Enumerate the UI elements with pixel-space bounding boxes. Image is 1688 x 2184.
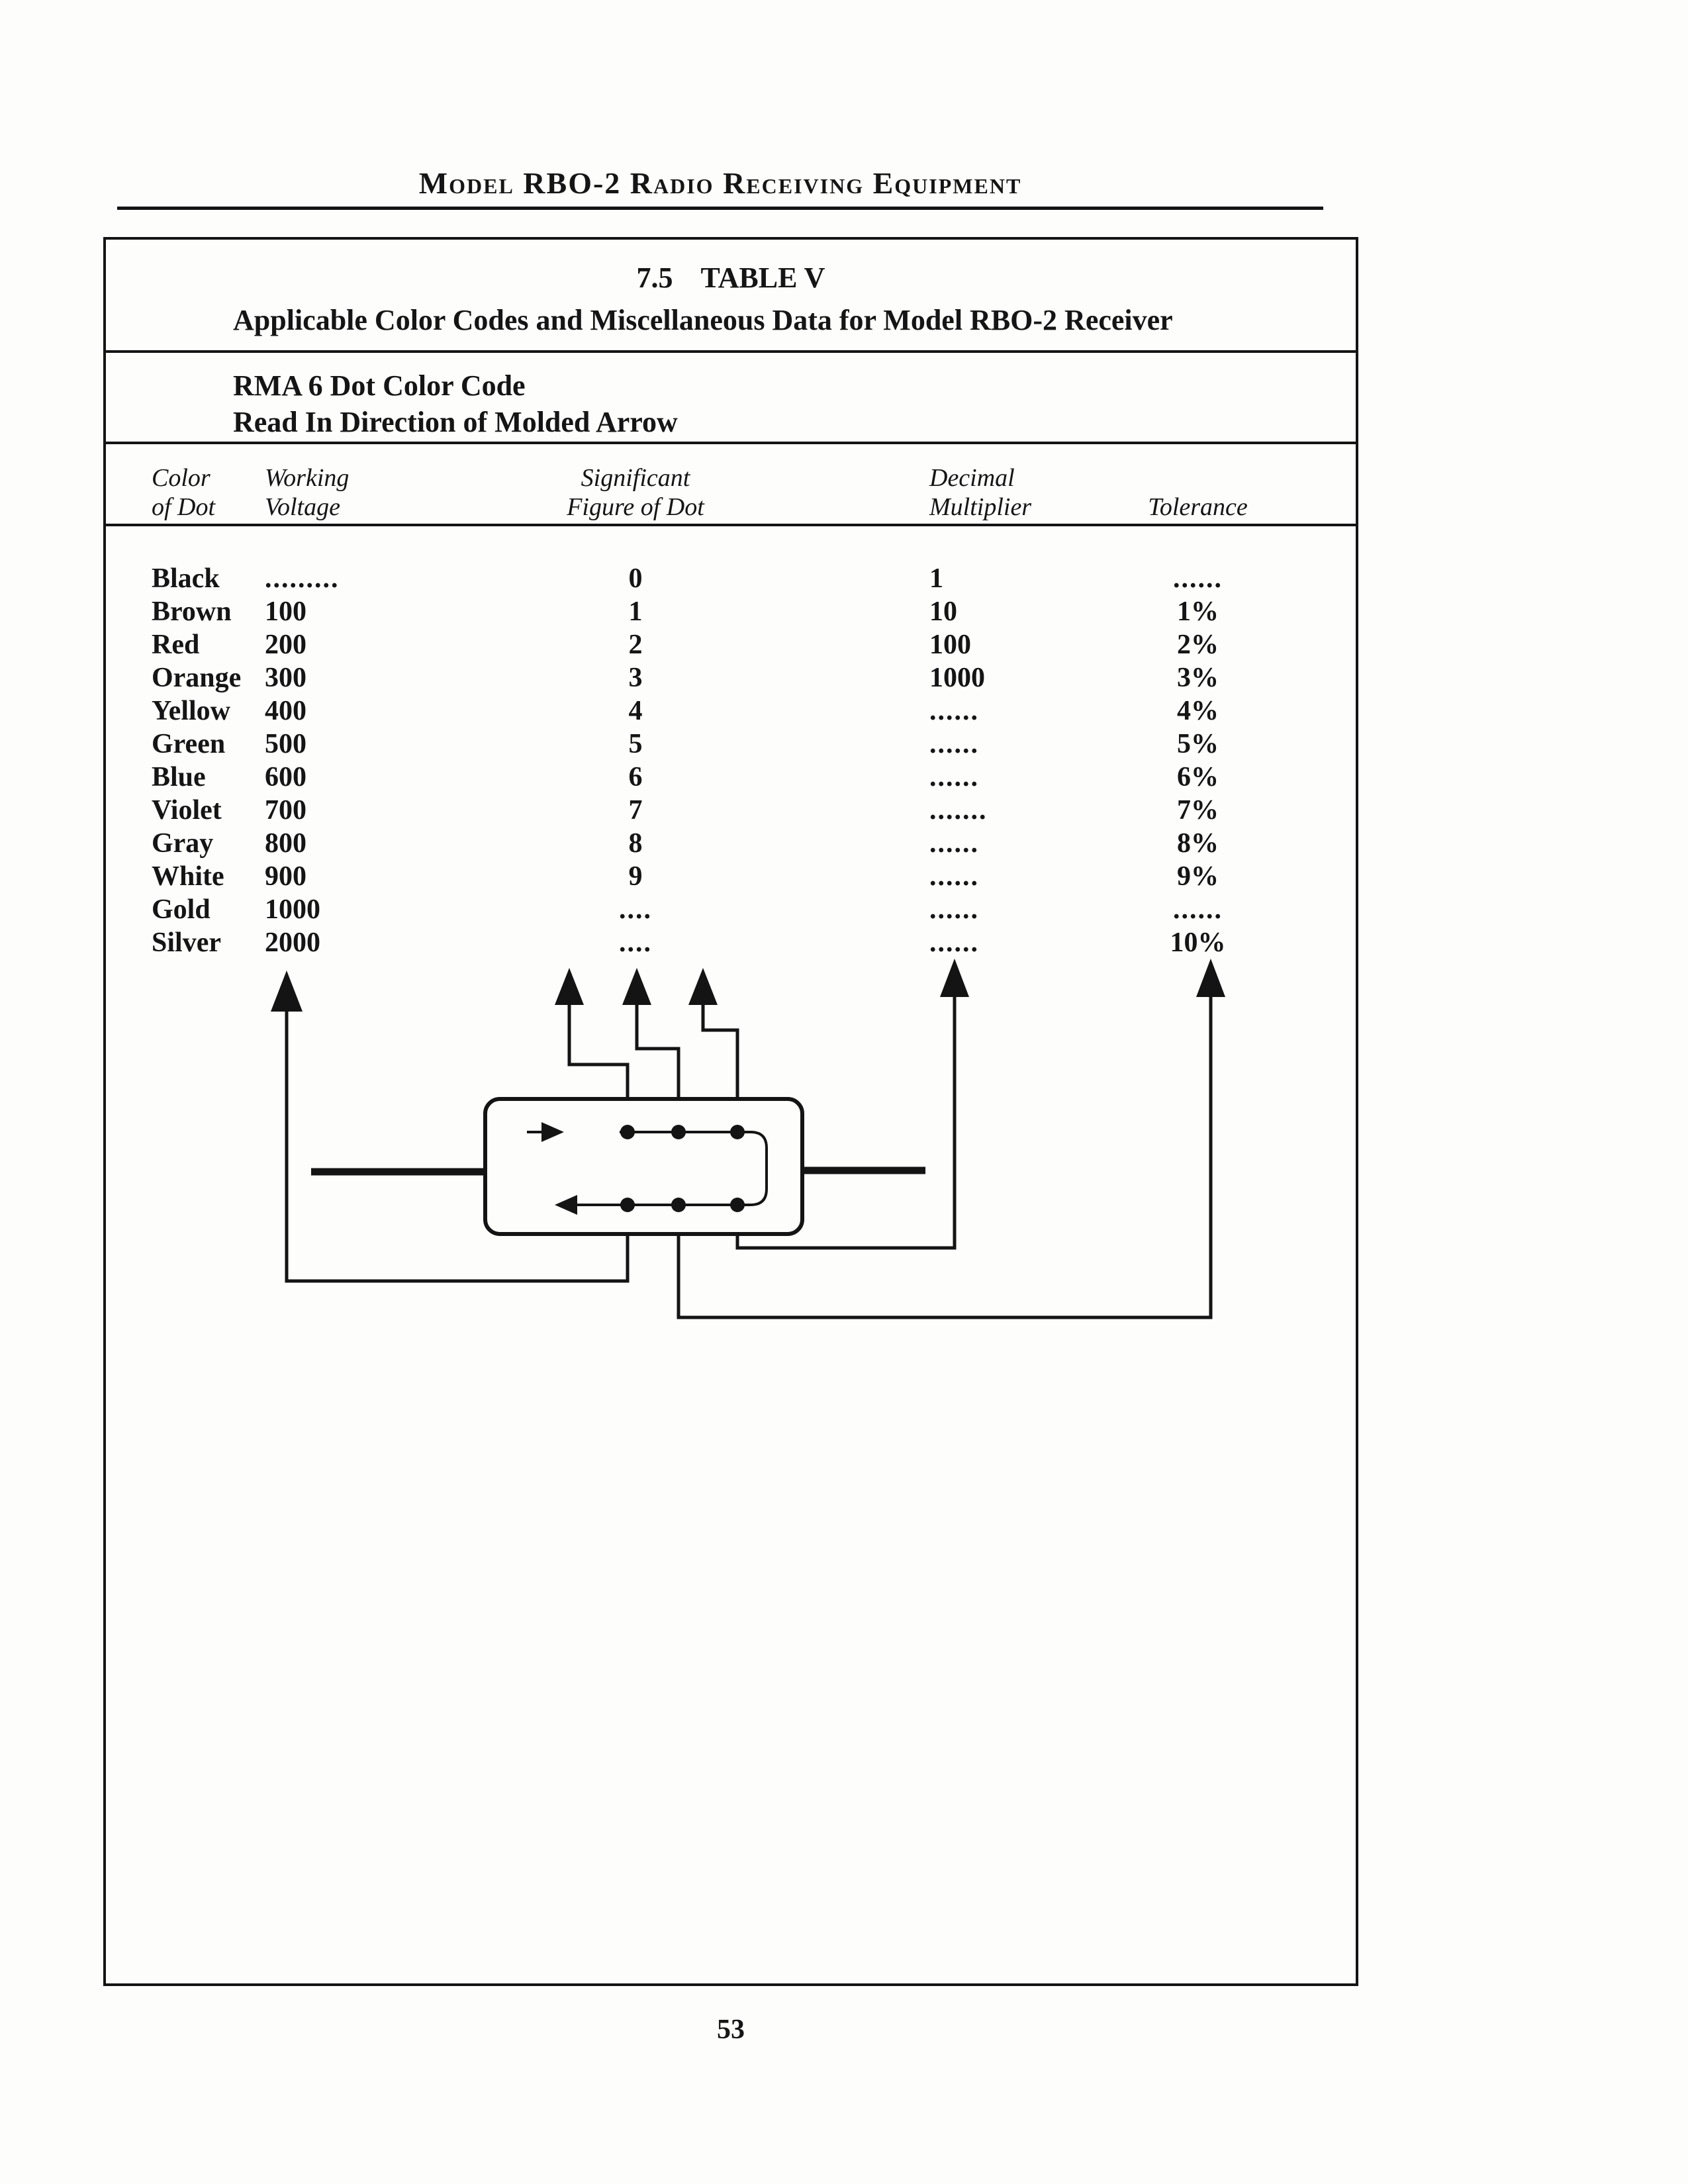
column-headers: Color of Dot Working Voltage Significant… [152,463,1310,522]
divider-rule [106,524,1356,526]
column-header-voltage: Working Voltage [265,464,350,521]
divider-rule [106,350,1356,353]
table-row: White 900 9 ...... 9% [152,861,1219,892]
table-row: Yellow 400 4 ...... 4% [152,696,1219,726]
table-row: Green 500 5 ...... 5% [152,729,1219,759]
running-header: Model RBO-2 Radio Receiving Equipment [418,166,1022,200]
column-header-tolerance: Tolerance [1148,493,1248,521]
table-subtitle: Applicable Color Codes and Miscellaneous… [233,304,1173,336]
column-header-color: Color of Dot [152,464,216,521]
table-row: Orange 300 3 1000 3% [152,663,1219,693]
code-title: RMA 6 Dot Color Code [233,369,526,402]
table-title-text: TABLE V [700,261,825,294]
table-row: Blue 600 6 ...... 6% [152,762,1219,792]
page-number: 53 [717,2015,745,2045]
column-header-multiplier: Decimal Multiplier [929,464,1032,521]
table-row: Gold 1000 .... ...... ...... [152,894,1223,925]
column-header-sigfig: Significant Figure of Dot [567,464,704,521]
color-code-table: Black ......... 0 1 ...... Brown 100 1 1… [152,562,1310,959]
table-row: Red 200 2 100 2% [152,630,1219,660]
header-rule [117,207,1323,210]
table-row: Gray 800 8 ...... 8% [152,828,1219,859]
section-number: 7.5 [636,261,673,294]
divider-rule [106,442,1356,444]
code-subtitle: Read In Direction of Molded Arrow [233,406,678,438]
table-title: 7.5 TABLE V [106,261,1356,295]
table-v-box: 7.5 TABLE V Applicable Color Codes and Mi… [103,237,1358,1986]
table-row: Black ......... 0 1 ...... [152,563,1223,594]
table-row: Silver 2000 .... ...... 10% [152,927,1226,958]
table-row: Brown 100 1 10 1% [152,596,1219,627]
table-row: Violet 700 7 ....... 7% [152,795,1219,826]
